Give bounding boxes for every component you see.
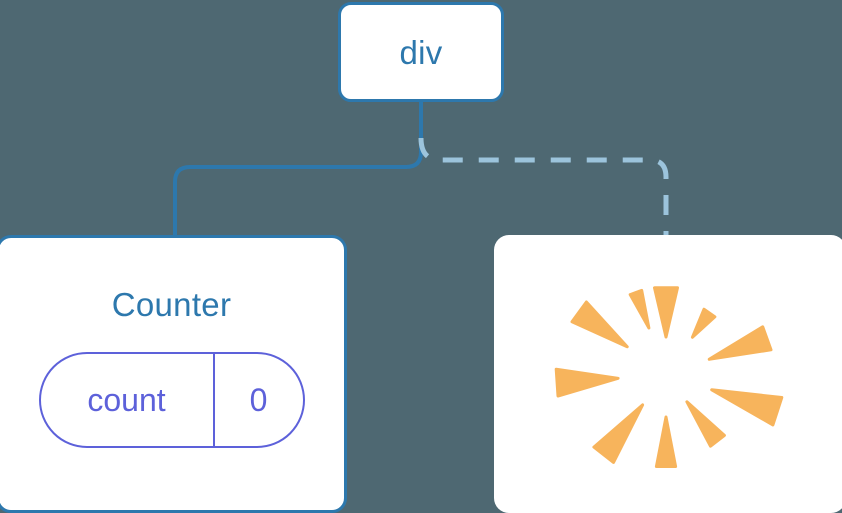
edge-div-to-counter [173,98,423,242]
spark-ray-3 [707,325,773,361]
spark-ray-8 [554,367,620,398]
node-counter[interactable]: Counter count 0 [0,235,347,513]
sparkle-burst-icon [554,286,784,468]
spark-ray-6 [654,415,678,468]
node-counter-label: Counter [111,286,232,323]
spark-ray-4 [710,388,784,427]
node-div[interactable]: div [338,2,504,102]
state-pill-key: count [41,354,215,446]
edge-div-to-flash [418,137,669,240]
spark-ray-9 [570,300,629,349]
spark-ray-10 [628,288,651,330]
spark-ray-1 [653,286,679,339]
node-div-label: div [399,33,443,71]
spark-ray-7 [592,403,645,464]
node-rerender-flash[interactable] [494,235,842,513]
spark-ray-2 [690,307,717,339]
spark-ray-5 [685,400,726,448]
state-pill-value: 0 [249,382,268,418]
state-pill[interactable]: count 0 [38,352,305,448]
